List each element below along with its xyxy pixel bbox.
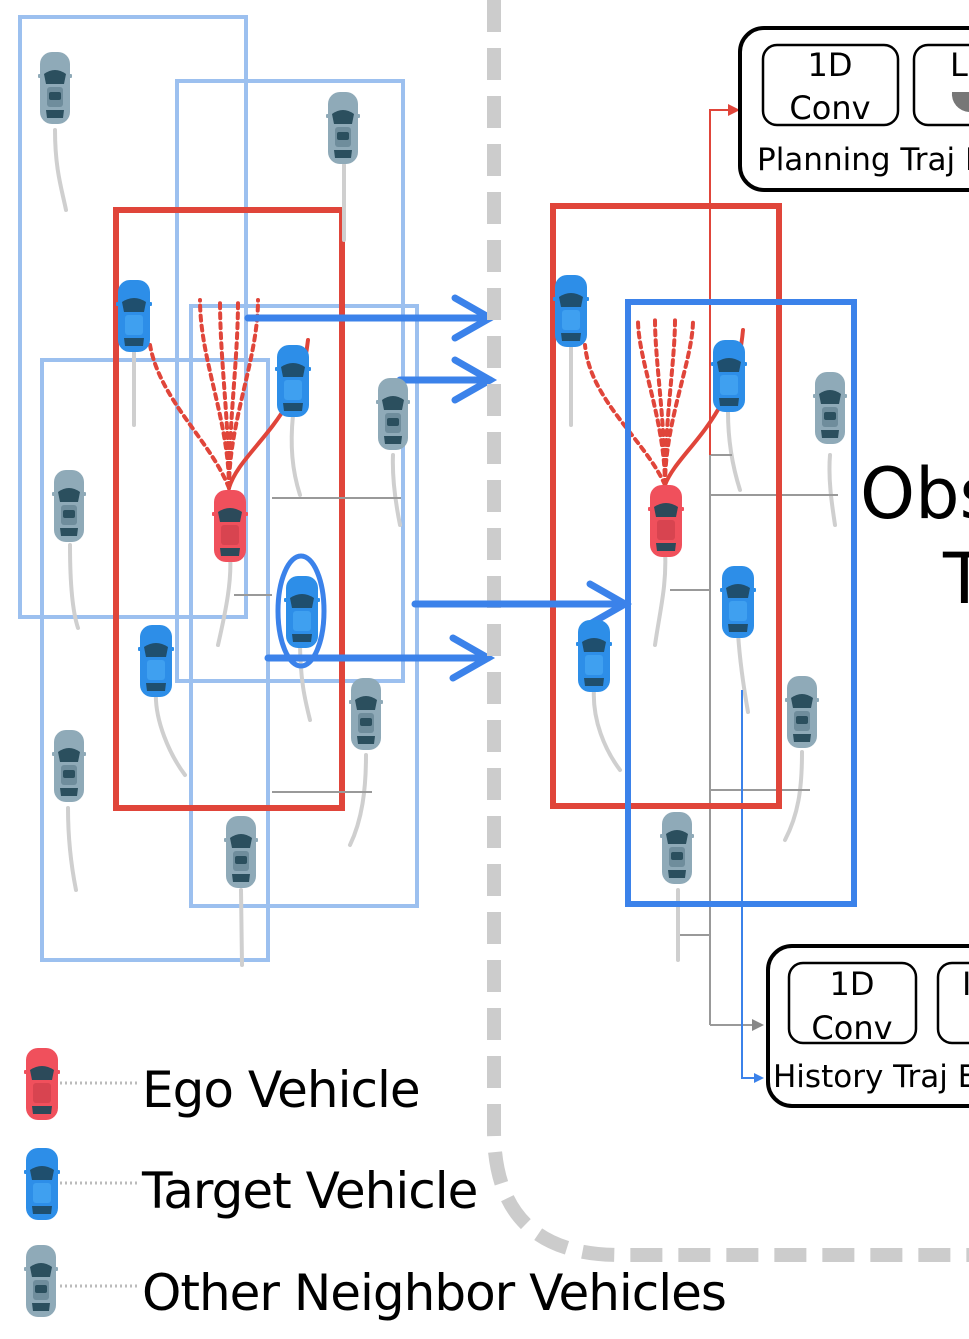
other-car-icon (785, 676, 819, 748)
other-car-icon (376, 378, 410, 450)
right-history-tails (569, 343, 837, 962)
planning-second-module (912, 43, 969, 127)
target-car-icon (711, 340, 747, 412)
left-panel-arrows (244, 294, 498, 682)
planning-traj-encoder: 1D Conv L Planning Traj En (738, 26, 969, 192)
other-car-icon (52, 730, 86, 802)
target-car-icon (275, 345, 311, 417)
target-car-icon (720, 566, 756, 638)
history-conv-line1: 1D (830, 965, 875, 1003)
other-car-icon (349, 678, 383, 750)
target-car-icon (284, 576, 320, 648)
right-scene-panel (411, 104, 857, 1083)
legend-ego-label: Ego Vehicle (142, 1061, 420, 1119)
panel-divider (487, 0, 969, 1262)
ego-car-icon (648, 485, 684, 557)
right-panel-arrow (411, 580, 633, 628)
planning-encoder-caption: Planning Traj En (757, 142, 969, 178)
target-car-icon (553, 275, 589, 347)
ego-car-icon (212, 490, 248, 562)
planning-conv-line1: 1D (808, 46, 853, 84)
legend-other-label: Other Neighbor Vehicles (142, 1264, 726, 1322)
planning-module-glyph (951, 92, 969, 112)
legend: Ego Vehicle Target Vehicle Other Neighbo… (24, 1048, 727, 1322)
planning-second-module-label: L (950, 46, 968, 84)
target-car-icon (24, 1148, 60, 1220)
ego-neighborhood-box (113, 207, 345, 811)
ego-car-icon (24, 1048, 60, 1120)
left-cars (38, 52, 410, 888)
right-cars (553, 275, 847, 884)
observation-text-line2: T (942, 538, 969, 620)
other-car-icon (52, 470, 86, 542)
history-tails (53, 128, 402, 967)
other-car-icon (326, 92, 360, 164)
legend-item-other: Other Neighbor Vehicles (24, 1245, 727, 1322)
history-conv-line2: Conv (811, 1009, 892, 1047)
history-second-module (936, 961, 969, 1045)
observation-text-line1: Obs (860, 453, 969, 535)
history-conv-module (787, 961, 918, 1045)
legend-target-label: Target Vehicle (141, 1162, 477, 1220)
other-car-icon (38, 52, 72, 124)
other-car-icon (224, 816, 258, 888)
observation-label: Obs T (860, 453, 969, 620)
other-car-icon (660, 812, 694, 884)
history-traj-encoder: 1D Conv I History Traj E (766, 944, 969, 1108)
target-to-history-connector (741, 690, 764, 1083)
target-car-icon (576, 620, 612, 692)
history-second-module-label: I (962, 965, 969, 1003)
other-car-icon (24, 1245, 58, 1317)
planning-conv-line2: Conv (789, 89, 870, 127)
left-connector-lines (234, 497, 401, 793)
other-car-icon (813, 372, 847, 444)
right-ego-neighborhood-box (550, 203, 782, 809)
history-encoder-caption: History Traj E (773, 1059, 969, 1095)
target-car-icon (138, 625, 174, 697)
planning-conv-module (761, 43, 900, 127)
legend-item-ego: Ego Vehicle (24, 1048, 421, 1120)
target-highlight-ellipse (275, 553, 327, 669)
target-car-icon (116, 280, 152, 352)
legend-item-target: Target Vehicle (24, 1148, 478, 1220)
ego-to-planning-connector (709, 104, 740, 455)
left-scene-panel (18, 15, 498, 967)
